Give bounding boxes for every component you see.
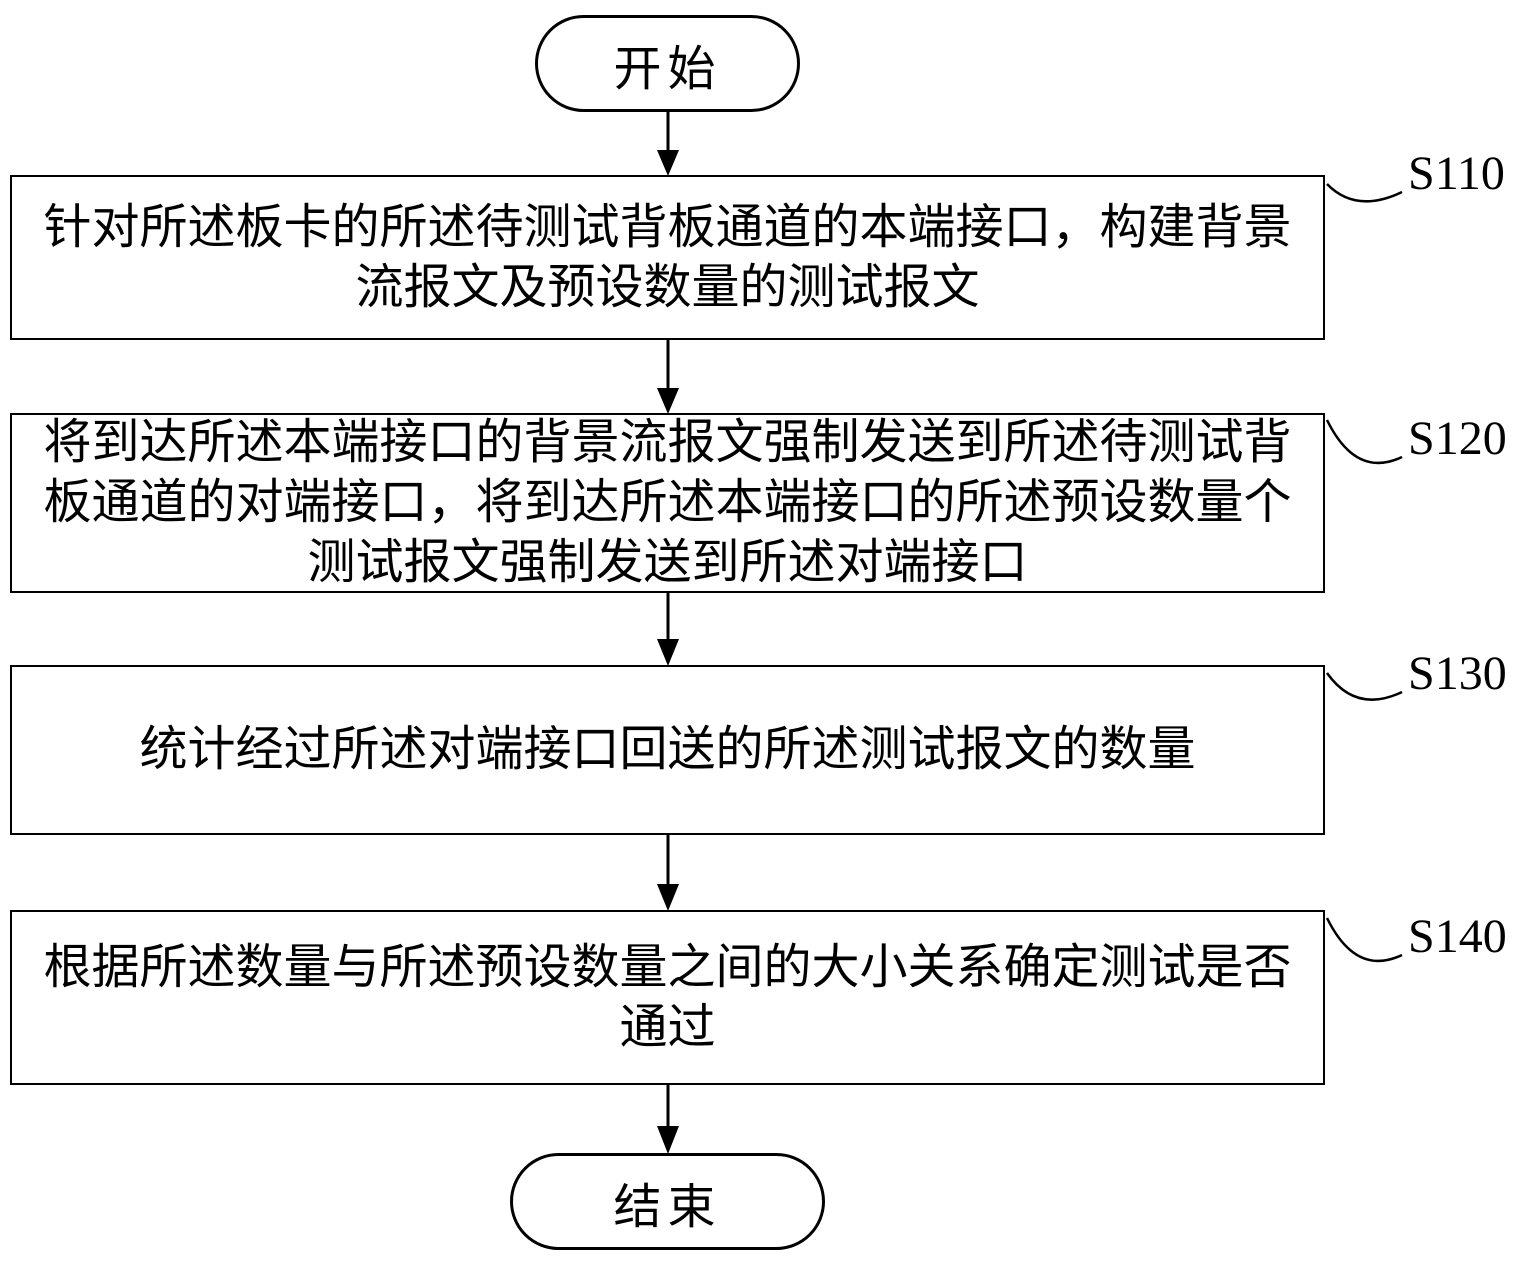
flow-arrow-start-s110 — [657, 112, 679, 176]
step-tag-s120: S120 — [1408, 412, 1507, 465]
step-text-s120: 将到达所述本端接口的背景流报文强制发送到所述待测试背板通道的对端接口，将到达所述… — [43, 416, 1292, 589]
step-box-s120: 将到达所述本端接口的背景流报文强制发送到所述待测试背板通道的对端接口，将到达所述… — [10, 413, 1325, 593]
flow-arrow-s140-end — [657, 1085, 679, 1154]
leader-line-s120 — [1325, 419, 1403, 465]
leader-line-s110 — [1326, 183, 1403, 203]
step-box-s110: 针对所述板卡的所述待测试背板通道的本端接口，构建背景流报文及预设数量的测试报文 — [10, 175, 1325, 340]
step-tag-s130: S130 — [1408, 647, 1507, 700]
step-tag-s140: S140 — [1408, 910, 1507, 963]
leader-line-s140 — [1325, 917, 1403, 963]
start-terminal-label: 开始 — [613, 42, 722, 96]
flow-arrow-s110-s120 — [657, 340, 679, 414]
step-box-s140: 根据所述数量与所述预设数量之间的大小关系确定测试是否通过 — [10, 910, 1325, 1085]
step-text-s110: 针对所述板卡的所述待测试背板通道的本端接口，构建背景流报文及预设数量的测试报文 — [43, 200, 1292, 314]
flow-arrow-s120-s130 — [657, 593, 679, 666]
start-terminal: 开始 — [535, 15, 800, 112]
end-terminal-label: 结束 — [613, 1180, 722, 1234]
end-terminal: 结束 — [510, 1153, 825, 1250]
leader-line-s130 — [1325, 672, 1403, 701]
step-box-s130: 统计经过所述对端接口回送的所述测试报文的数量 — [10, 665, 1325, 835]
step-text-s130: 统计经过所述对端接口回送的所述测试报文的数量 — [139, 723, 1196, 776]
step-tag-s110: S110 — [1408, 147, 1505, 200]
step-text-s140: 根据所述数量与所述预设数量之间的大小关系确定测试是否通过 — [43, 940, 1292, 1054]
flow-arrow-s130-s140 — [657, 835, 679, 911]
